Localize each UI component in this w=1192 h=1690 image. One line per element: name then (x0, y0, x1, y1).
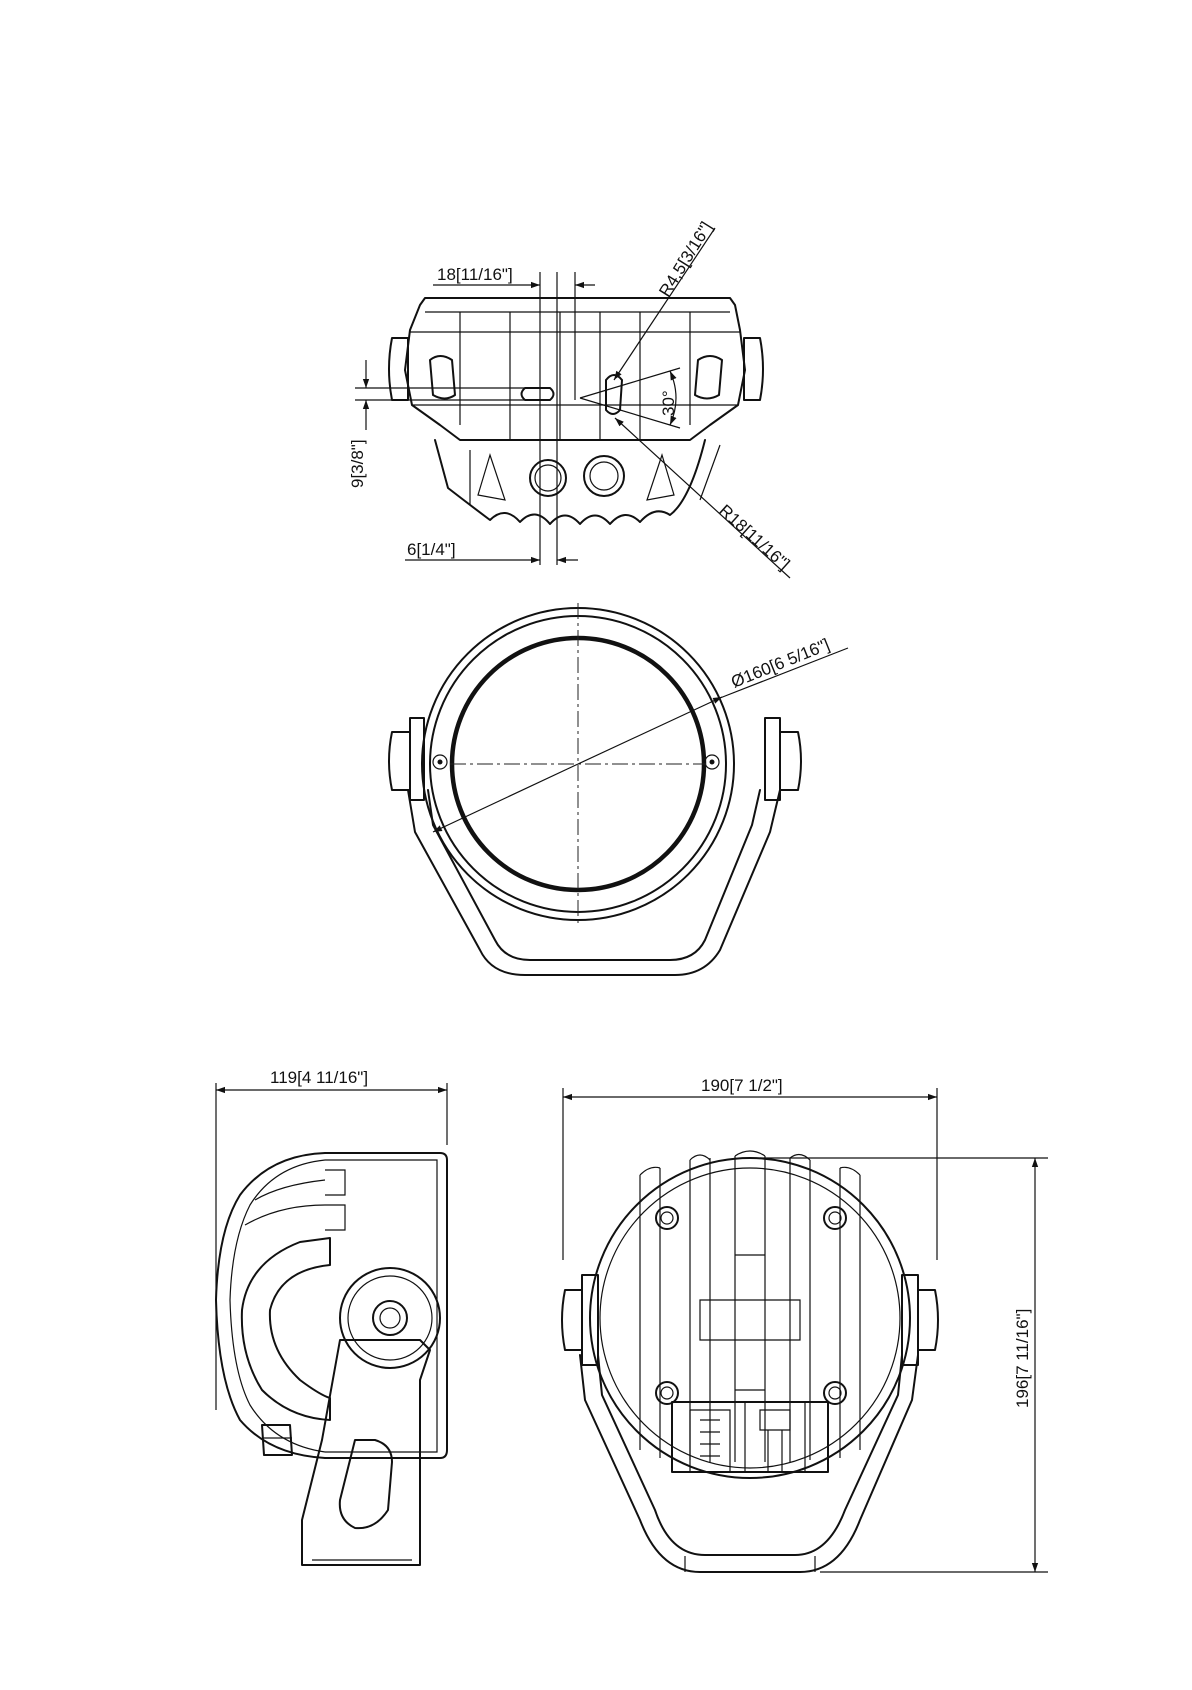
dim-diameter-label: Ø160[6 5/16"] (728, 635, 832, 692)
dim-offset-label: 6[1/4"] (407, 540, 456, 559)
front-view: Ø160[6 5/16"] (389, 603, 848, 975)
dim-height-label: 196[7 11/16"] (1013, 1309, 1032, 1408)
top-view: 18[11/16"] 9[3/8"] 6[1/4"] R4,5[3/16"] 3… (348, 218, 793, 578)
dim-depth-label: 119[4 11/16"] (270, 1068, 368, 1087)
side-view: 119[4 11/16"] (216, 1068, 447, 1565)
dim-radius-small-label: R4,5[3/16"] (655, 218, 716, 300)
dim-radius-large-label: R18[11/16"] (715, 501, 793, 574)
dim-slot-width-label: 18[11/16"] (437, 265, 513, 284)
dim-angle-label: 30° (659, 390, 678, 416)
rear-view: 190[7 1/2"] 196[7 11/16"] (562, 1076, 1048, 1572)
dim-slot-height-label: 9[3/8"] (348, 439, 367, 488)
dim-width-label: 190[7 1/2"] (701, 1076, 783, 1095)
